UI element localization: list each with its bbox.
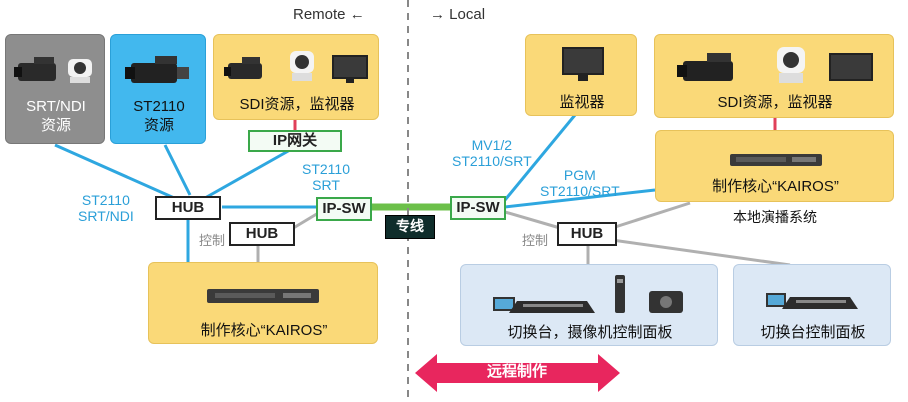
monitor-icon xyxy=(562,47,604,81)
label-mv: MV1/2 ST2110/SRT xyxy=(452,137,532,169)
label-st2110-srt-ndi: ST2110 SRT/NDI xyxy=(78,192,134,224)
kairos-rack-icon xyxy=(207,289,319,303)
line-hubctrl-to-ipsw xyxy=(289,210,321,232)
label-control-local: 控制 xyxy=(522,233,549,248)
ip-gateway: IP网关 xyxy=(248,130,342,152)
remote-hub-control: HUB xyxy=(229,222,295,246)
srt-ndi-source-label: SRT/NDI 资源 xyxy=(26,98,86,134)
remote-production-arrow xyxy=(415,354,620,392)
local-sdi-box: SDI资源，监视器 xyxy=(654,34,894,118)
remote-ip-sw: IP-SW xyxy=(316,197,372,221)
remote-hub: HUB xyxy=(155,196,221,220)
remote-header: Remote ← xyxy=(293,6,365,23)
line-ipsw-to-hub xyxy=(504,210,561,230)
st2110-source-box: ST2110 资源 xyxy=(110,34,206,144)
local-monitor-box: 监视器 xyxy=(525,34,637,116)
local-kairos-rack-icon xyxy=(730,154,822,166)
switcher-panel-box: 切换台控制面板 xyxy=(733,264,891,346)
line-ipsw-to-monitor xyxy=(503,114,577,201)
label-control-remote: 控制 xyxy=(199,233,226,248)
switcher-camera-panel-box: 切换台，摄像机控制面板 xyxy=(460,264,718,346)
broadcast-camera-icon xyxy=(125,56,189,83)
line-st2110-to-hub xyxy=(163,144,192,196)
local-ip-sw: IP-SW xyxy=(450,196,506,220)
local-kairos-box: 制作核心“KAIROS” xyxy=(655,130,894,202)
sdi-devices-icon xyxy=(224,51,368,83)
label-pgm: PGM ST2110/SRT xyxy=(540,167,620,199)
remote-kairos-label: 制作核心“KAIROS” xyxy=(200,322,328,339)
line-hub-to-panel2 xyxy=(611,238,791,267)
dedicated-line-label: 专线 xyxy=(385,215,435,239)
switcher-camera-panel-label: 切换台，摄像机控制面板 xyxy=(507,324,673,341)
switcher-panel-icon xyxy=(766,293,858,309)
label-st2110-srt-remote: ST2110 SRT xyxy=(302,161,350,193)
srt-ndi-source-box: SRT/NDI 资源 xyxy=(5,34,105,144)
switcher-camera-panel-icon xyxy=(493,275,683,313)
line-gateway-to-hub xyxy=(204,148,291,200)
line-srt-to-hub xyxy=(54,143,191,207)
camera-icon xyxy=(14,57,92,83)
line-hub-to-kairos-local xyxy=(611,201,691,230)
local-sdi-label: SDI资源，监视器 xyxy=(717,94,833,111)
local-system-caption: 本地演播系统 xyxy=(733,209,817,225)
local-kairos-label: 制作核心“KAIROS” xyxy=(712,178,839,195)
switcher-panel-label: 切换台控制面板 xyxy=(760,324,866,341)
remote-kairos-box: 制作核心“KAIROS” xyxy=(148,262,378,344)
remote-sdi-box: SDI资源，监视器 xyxy=(213,34,379,120)
remote-sdi-label: SDI资源，监视器 xyxy=(239,96,355,113)
line-ipsw-to-kairos xyxy=(504,188,656,209)
local-sdi-devices-icon xyxy=(677,47,873,83)
local-header: → Local xyxy=(430,6,486,23)
st2110-source-label: ST2110 资源 xyxy=(133,98,185,134)
remote-production-label: 远程制作 xyxy=(486,363,547,380)
local-monitor-label: 监视器 xyxy=(559,94,605,111)
local-hub: HUB xyxy=(557,222,617,246)
